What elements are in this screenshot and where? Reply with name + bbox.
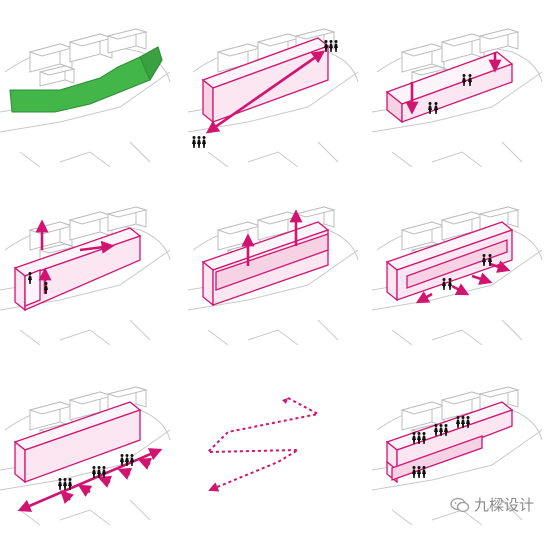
panel-4-split-volume	[0, 206, 171, 346]
watermark-text: 九樑设计	[473, 496, 534, 514]
panel-1-site-green	[0, 28, 171, 168]
watermark: 九樑设计	[450, 494, 534, 515]
panel-2-box-diagonal	[187, 28, 359, 168]
panel-7-access-flows	[0, 386, 171, 526]
wechat-logo-icon	[450, 497, 470, 512]
panel-9-final-massing	[371, 386, 543, 526]
panel-8-circulation-path	[205, 397, 321, 492]
panel-5-raised-walls	[187, 206, 359, 346]
panel-6-open-courtyard	[371, 206, 543, 346]
panel-3-top-plane-people	[371, 28, 543, 168]
